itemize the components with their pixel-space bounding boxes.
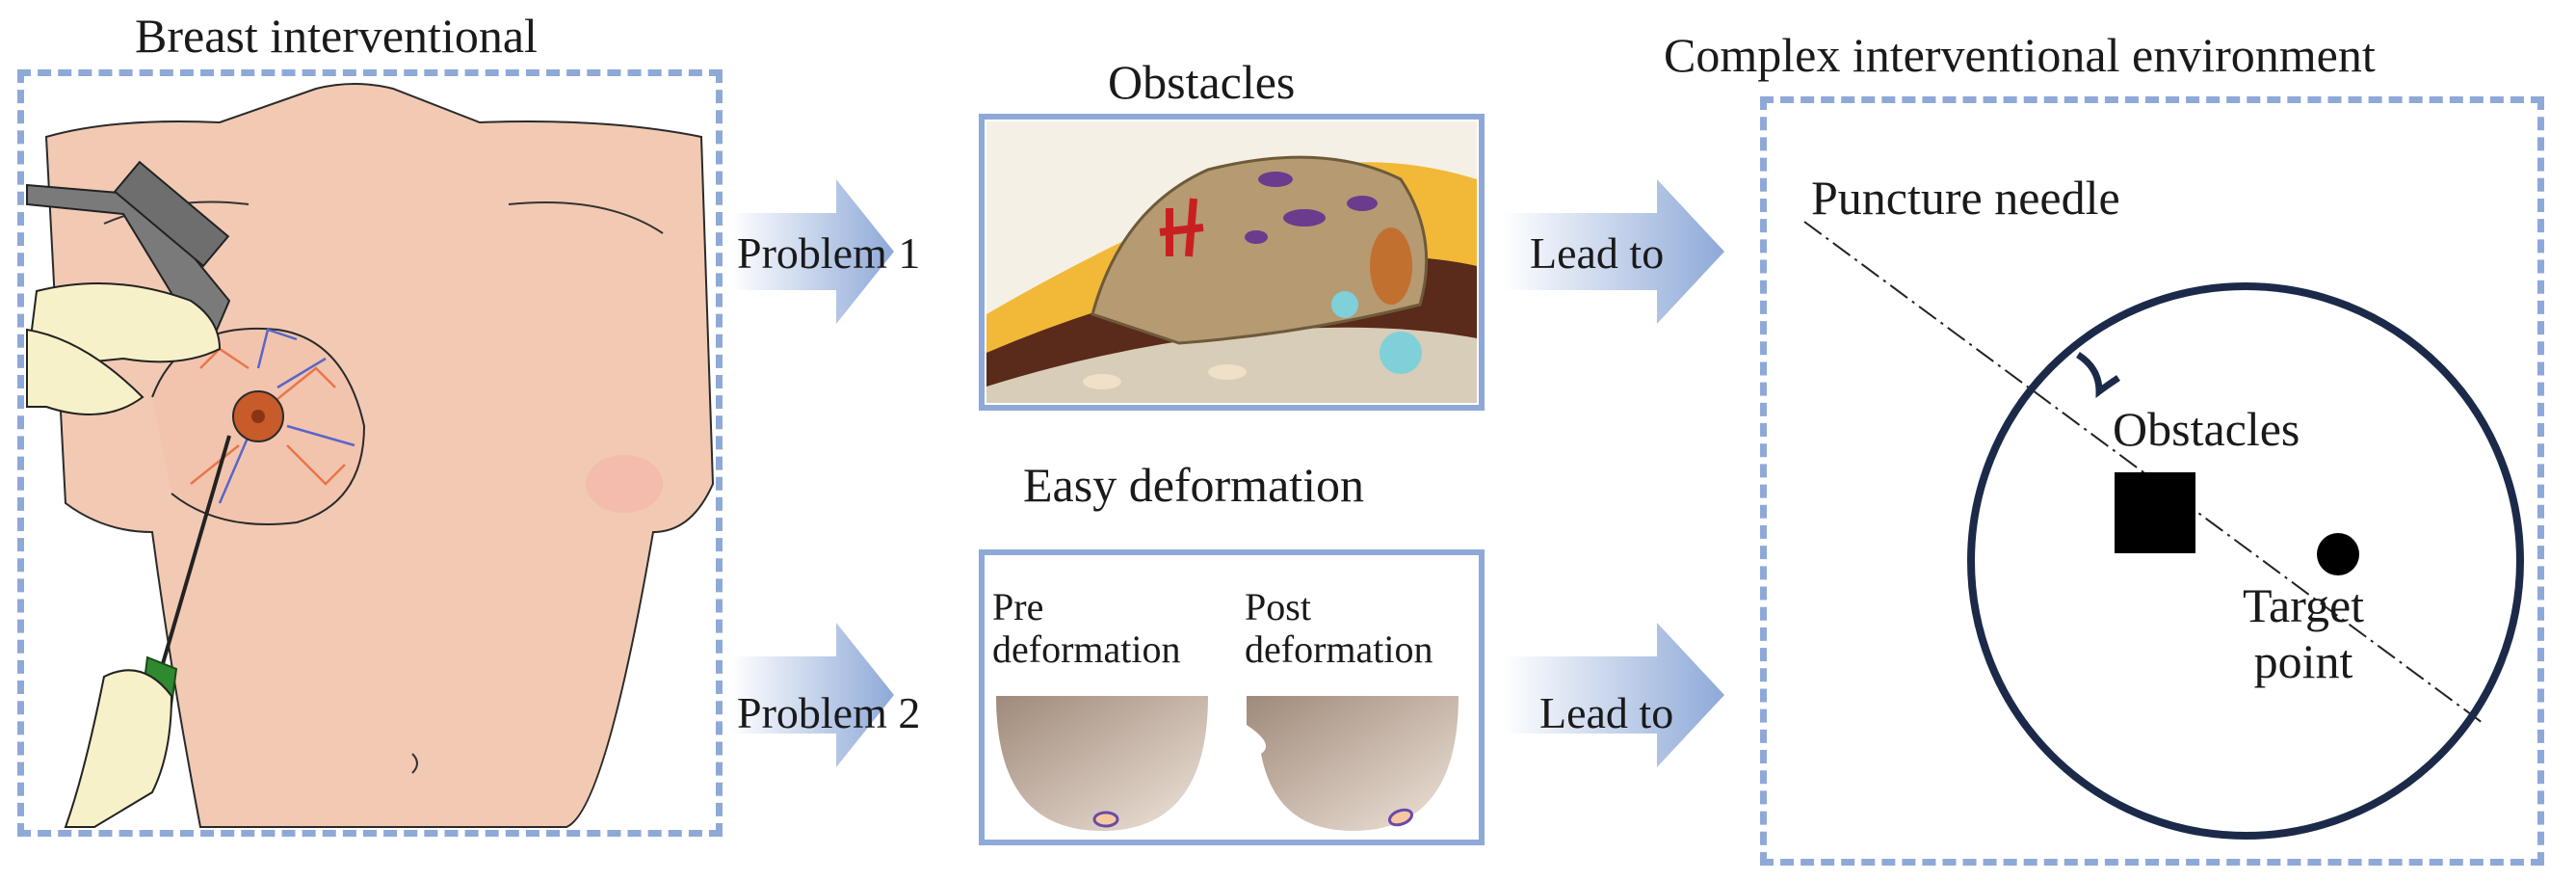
obstacles-label: Obstacles [2113, 402, 2300, 456]
lead-to-1-label: Lead to [1530, 228, 1665, 278]
pre-deformation-label: Pre deformation [992, 585, 1181, 671]
environment-panel-frame [1760, 96, 2544, 866]
arrow-lead-to-2 [1503, 623, 1724, 767]
problem-1-label: Problem 1 [737, 228, 921, 278]
environment-boundary [1967, 282, 2524, 840]
arrow-problem-1 [730, 179, 894, 324]
arrow-lead-to-1 [1503, 179, 1724, 324]
deformation-panel-title: Easy deformation [1023, 458, 1365, 512]
left-panel-frame [17, 69, 723, 837]
post-deformation-label: Post deformation [1245, 585, 1433, 671]
environment-scene [1803, 221, 2524, 840]
target-point-label: Target point [2243, 578, 2365, 688]
breast-intervention-illustration [25, 83, 715, 828]
obstacles-panel-title: Obstacles [1108, 55, 1296, 109]
breast-anatomy-model-image [986, 121, 1477, 403]
environment-panel-title: Complex interventional environment [1664, 28, 2376, 82]
arrow-problem-2 [730, 623, 894, 767]
lead-to-2-label: Lead to [1539, 688, 1674, 737]
deformation-shapes [996, 696, 1459, 831]
obstacle-square [2115, 472, 2195, 553]
left-panel-title: Breast interventional [135, 9, 538, 63]
puncture-needle-label: Puncture needle [1811, 171, 2120, 225]
problem-2-label: Problem 2 [737, 688, 921, 737]
target-point [2317, 533, 2359, 575]
